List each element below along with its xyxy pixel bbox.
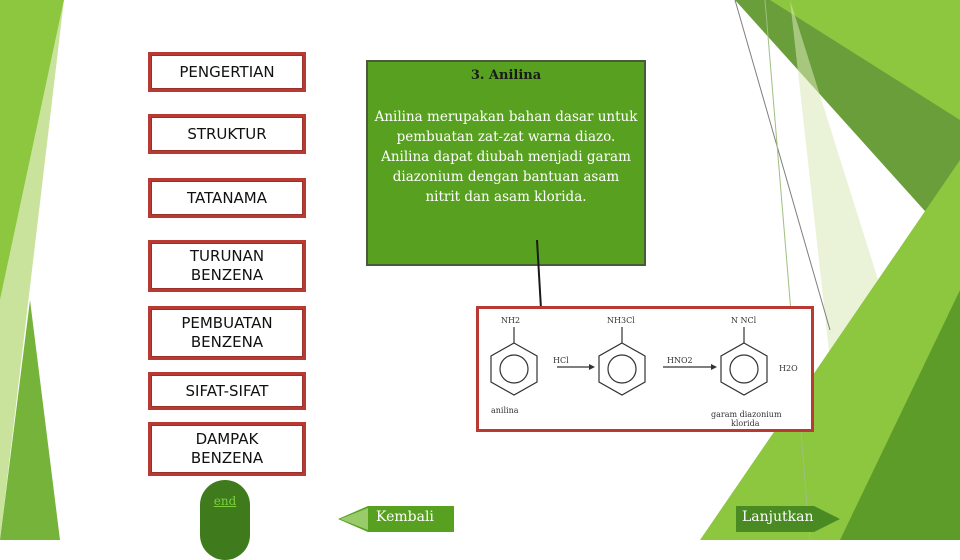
next-label: Lanjutkan xyxy=(742,509,814,525)
benzene-ring-icon xyxy=(490,342,538,396)
end-label: end xyxy=(213,494,237,508)
nav-item-tatanama[interactable]: TATANAMA xyxy=(148,178,306,218)
next-arrow-icon xyxy=(736,506,840,532)
compound-name: klorida xyxy=(731,419,760,428)
back-button[interactable]: Kembali xyxy=(338,504,454,534)
byproduct-label: H2O xyxy=(779,364,798,373)
nav-item-struktur[interactable]: STRUKTUR xyxy=(148,114,306,154)
benzene-ring-icon xyxy=(598,342,646,396)
nav-item-pembuatan-benzena[interactable]: PEMBUATAN BENZENA xyxy=(148,306,306,360)
info-panel: 3. Anilina Anilina merupakan bahan dasar… xyxy=(366,60,646,266)
info-title: 3. Anilina xyxy=(470,68,542,83)
reagent-label: HNO2 xyxy=(667,356,693,365)
compound-name: anilina xyxy=(491,406,519,415)
nav-item-label: SIFAT-SIFAT xyxy=(185,381,269,400)
reaction-diagram: NH2 NH3Cl N NCl HCl HNO2 H2O anilina gar… xyxy=(476,306,814,432)
reagent-label: HCl xyxy=(553,356,569,365)
group-label: NH2 xyxy=(501,316,520,325)
nav-item-dampak-benzena[interactable]: DAMPAK BENZENA xyxy=(148,422,306,476)
nav-item-label: PENGERTIAN xyxy=(179,62,275,81)
next-button[interactable]: Lanjutkan xyxy=(736,504,840,534)
end-button[interactable]: end xyxy=(200,480,250,560)
reaction-scheme: NH2 NH3Cl N NCl HCl HNO2 H2O anilina gar… xyxy=(490,316,798,428)
group-label: N NCl xyxy=(731,316,757,325)
back-label: Kembali xyxy=(376,509,434,525)
nav-item-label: STRUKTUR xyxy=(187,124,267,143)
nav-item-pengertian[interactable]: PENGERTIAN xyxy=(148,52,306,92)
nav-item-label: TATANAMA xyxy=(186,188,268,207)
group-label: NH3Cl xyxy=(607,316,635,325)
info-body: Anilina merupakan bahan dasar untuk pemb… xyxy=(374,109,638,205)
nav-item-turunan-benzena[interactable]: TURUNAN BENZENA xyxy=(148,240,306,292)
benzene-ring-icon xyxy=(720,342,768,396)
nav-item-label: TURUNAN BENZENA xyxy=(189,247,265,284)
nav-item-label: PEMBUATAN BENZENA xyxy=(181,314,273,351)
compound-name: garam diazonium xyxy=(711,410,782,419)
back-arrow-icon xyxy=(338,506,454,532)
background-decoration xyxy=(0,0,960,540)
nav-item-sifat-sifat[interactable]: SIFAT-SIFAT xyxy=(148,372,306,410)
nav-item-label: DAMPAK BENZENA xyxy=(190,430,264,467)
